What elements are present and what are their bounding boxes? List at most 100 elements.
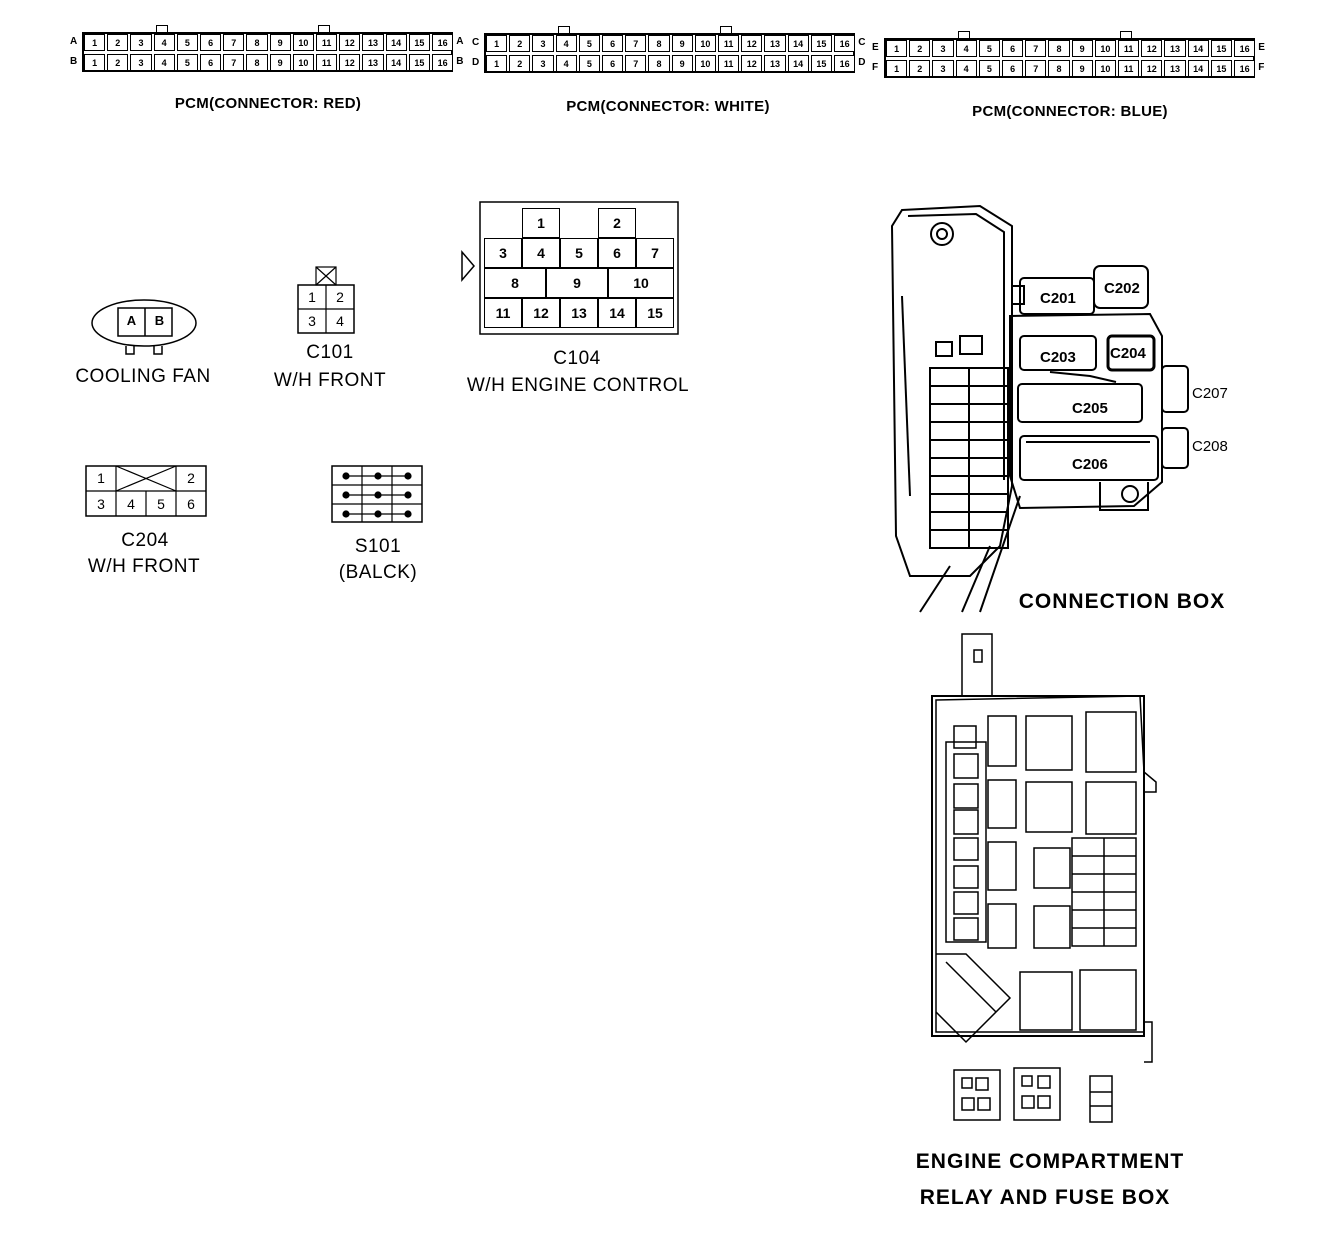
pcm-pin: 10 (694, 55, 716, 72)
c101-pin-4: 4 (336, 313, 344, 329)
pcm-row-label: D (858, 57, 866, 68)
pcm-pin: 13 (362, 34, 384, 51)
s101-splice (331, 465, 423, 523)
pcm-pin: 9 (269, 54, 291, 71)
pcm-pin: 2 (509, 35, 531, 52)
pcm-pin: 4 (955, 60, 977, 77)
pcm-connector-body (484, 33, 856, 73)
pcm-pin: 4 (555, 55, 577, 72)
pcm-pin: 5 (978, 60, 1000, 77)
pcm-pin: 2 (107, 34, 129, 51)
pcm-pin: 3 (130, 34, 152, 51)
pcm-pin: 11 (316, 54, 338, 71)
c204-pin-2: 2 (187, 470, 195, 486)
pcm-key-tab (1120, 31, 1132, 38)
c104-connector (461, 201, 679, 335)
pcm-row-label: D (472, 57, 480, 68)
pcm-row-label: F (1258, 62, 1265, 73)
pcm-pin: 10 (694, 35, 716, 52)
c101-pin-1: 1 (308, 289, 316, 305)
pcm-pin: 2 (509, 55, 531, 72)
c204-pin-3: 3 (97, 496, 105, 512)
pcm-key-tab (720, 26, 732, 33)
pcm-pin: 5 (578, 35, 600, 52)
c204-id: C204 (121, 530, 169, 551)
pcm-pin: 9 (671, 55, 693, 72)
pcm-pin: 6 (602, 35, 624, 52)
pcm-key-tab (318, 25, 330, 32)
pcm-pin: 15 (810, 55, 832, 72)
pcm-pin: 11 (1118, 60, 1140, 77)
pcm-pin: 7 (625, 55, 647, 72)
pcm-pin: 7 (223, 34, 245, 51)
pcm-pin: 7 (1025, 40, 1047, 57)
connection-box-drawing (890, 204, 1189, 613)
pcm-key-tab (557, 26, 570, 33)
c104-pin: 12 (522, 298, 560, 328)
pcm-key-tab (957, 31, 970, 38)
pcm-pin: 12 (741, 35, 763, 52)
connection-box-caption: CONNECTION BOX (1018, 590, 1226, 613)
pcm-pin: 3 (532, 55, 554, 72)
cooling-fan-caption: COOLING FAN (75, 366, 211, 387)
pcm-pin: 1 (486, 35, 508, 52)
pcm-pin: 12 (741, 55, 763, 72)
pcm-pin: 4 (153, 34, 175, 51)
pcm-pin: 4 (955, 40, 977, 57)
pcm-connector-body (82, 32, 454, 72)
pcm-pin: 6 (200, 54, 222, 71)
connection-box-c201: C201 (1040, 290, 1076, 307)
c104-pin: 15 (636, 298, 674, 328)
pcm-pin: 16 (1234, 40, 1256, 57)
pcm-pin: 7 (223, 54, 245, 71)
c101-pin-3: 3 (308, 313, 316, 329)
pcm-pin: 13 (764, 55, 786, 72)
s101-caption: (BALCK) (338, 562, 418, 583)
pcm-pin: 1 (886, 60, 908, 77)
pcm-key-tab (155, 25, 168, 32)
pcm-row-label: B (70, 56, 78, 67)
pcm-pin: 5 (578, 55, 600, 72)
pcm-pin: 8 (1048, 60, 1070, 77)
connection-box-c202: C202 (1104, 280, 1140, 297)
c104-pin: 10 (608, 268, 674, 298)
pcm-pin: 11 (718, 35, 740, 52)
pcm-pin: 1 (84, 34, 106, 51)
c204-pin-4: 4 (127, 496, 135, 512)
pcm-pin: 2 (909, 40, 931, 57)
pcm-pin: 2 (107, 54, 129, 71)
c101-caption: W/H FRONT (273, 370, 387, 391)
c204-caption: W/H FRONT (87, 556, 201, 577)
pcm-pin: 12 (339, 34, 361, 51)
c104-pin: 3 (484, 238, 522, 268)
pcm-row-label: A (70, 36, 78, 47)
pcm-pin: 2 (909, 60, 931, 77)
pcm-row-label: E (1258, 42, 1265, 53)
c104-pin: 8 (484, 268, 546, 298)
connection-box-c207: C207 (1192, 385, 1228, 402)
pcm-row-label: B (456, 56, 464, 67)
pcm-pin: 8 (648, 35, 670, 52)
pcm-pin: 13 (362, 54, 384, 71)
c104-pin: 11 (484, 298, 522, 328)
pcm-pin: 13 (1164, 40, 1186, 57)
pcm-pin: 15 (810, 35, 832, 52)
c101-connector (297, 266, 355, 334)
pcm-row-label: C (472, 37, 480, 48)
pcm-pin: 7 (1025, 60, 1047, 77)
c204-pin-6: 6 (187, 496, 195, 512)
pcm-pin: 1 (84, 54, 106, 71)
pcm-pin: 15 (1210, 60, 1232, 77)
pcm-pin: 6 (602, 55, 624, 72)
pcm-pin: 14 (385, 54, 407, 71)
pcm-row-label: E (872, 42, 879, 53)
pcm-row-label: F (872, 62, 879, 73)
pcm-pin: 14 (385, 34, 407, 51)
pcm-pin: 7 (625, 35, 647, 52)
c104-pin: 6 (598, 238, 636, 268)
engine-box-caption-line2: RELAY AND FUSE BOX (919, 1186, 1171, 1209)
engine-fuse-box-drawing (931, 633, 1157, 1123)
engine-box-caption-line1: ENGINE COMPARTMENT (915, 1150, 1185, 1173)
connection-box-c203: C203 (1040, 349, 1076, 366)
pcm-pin: 14 (1187, 60, 1209, 77)
